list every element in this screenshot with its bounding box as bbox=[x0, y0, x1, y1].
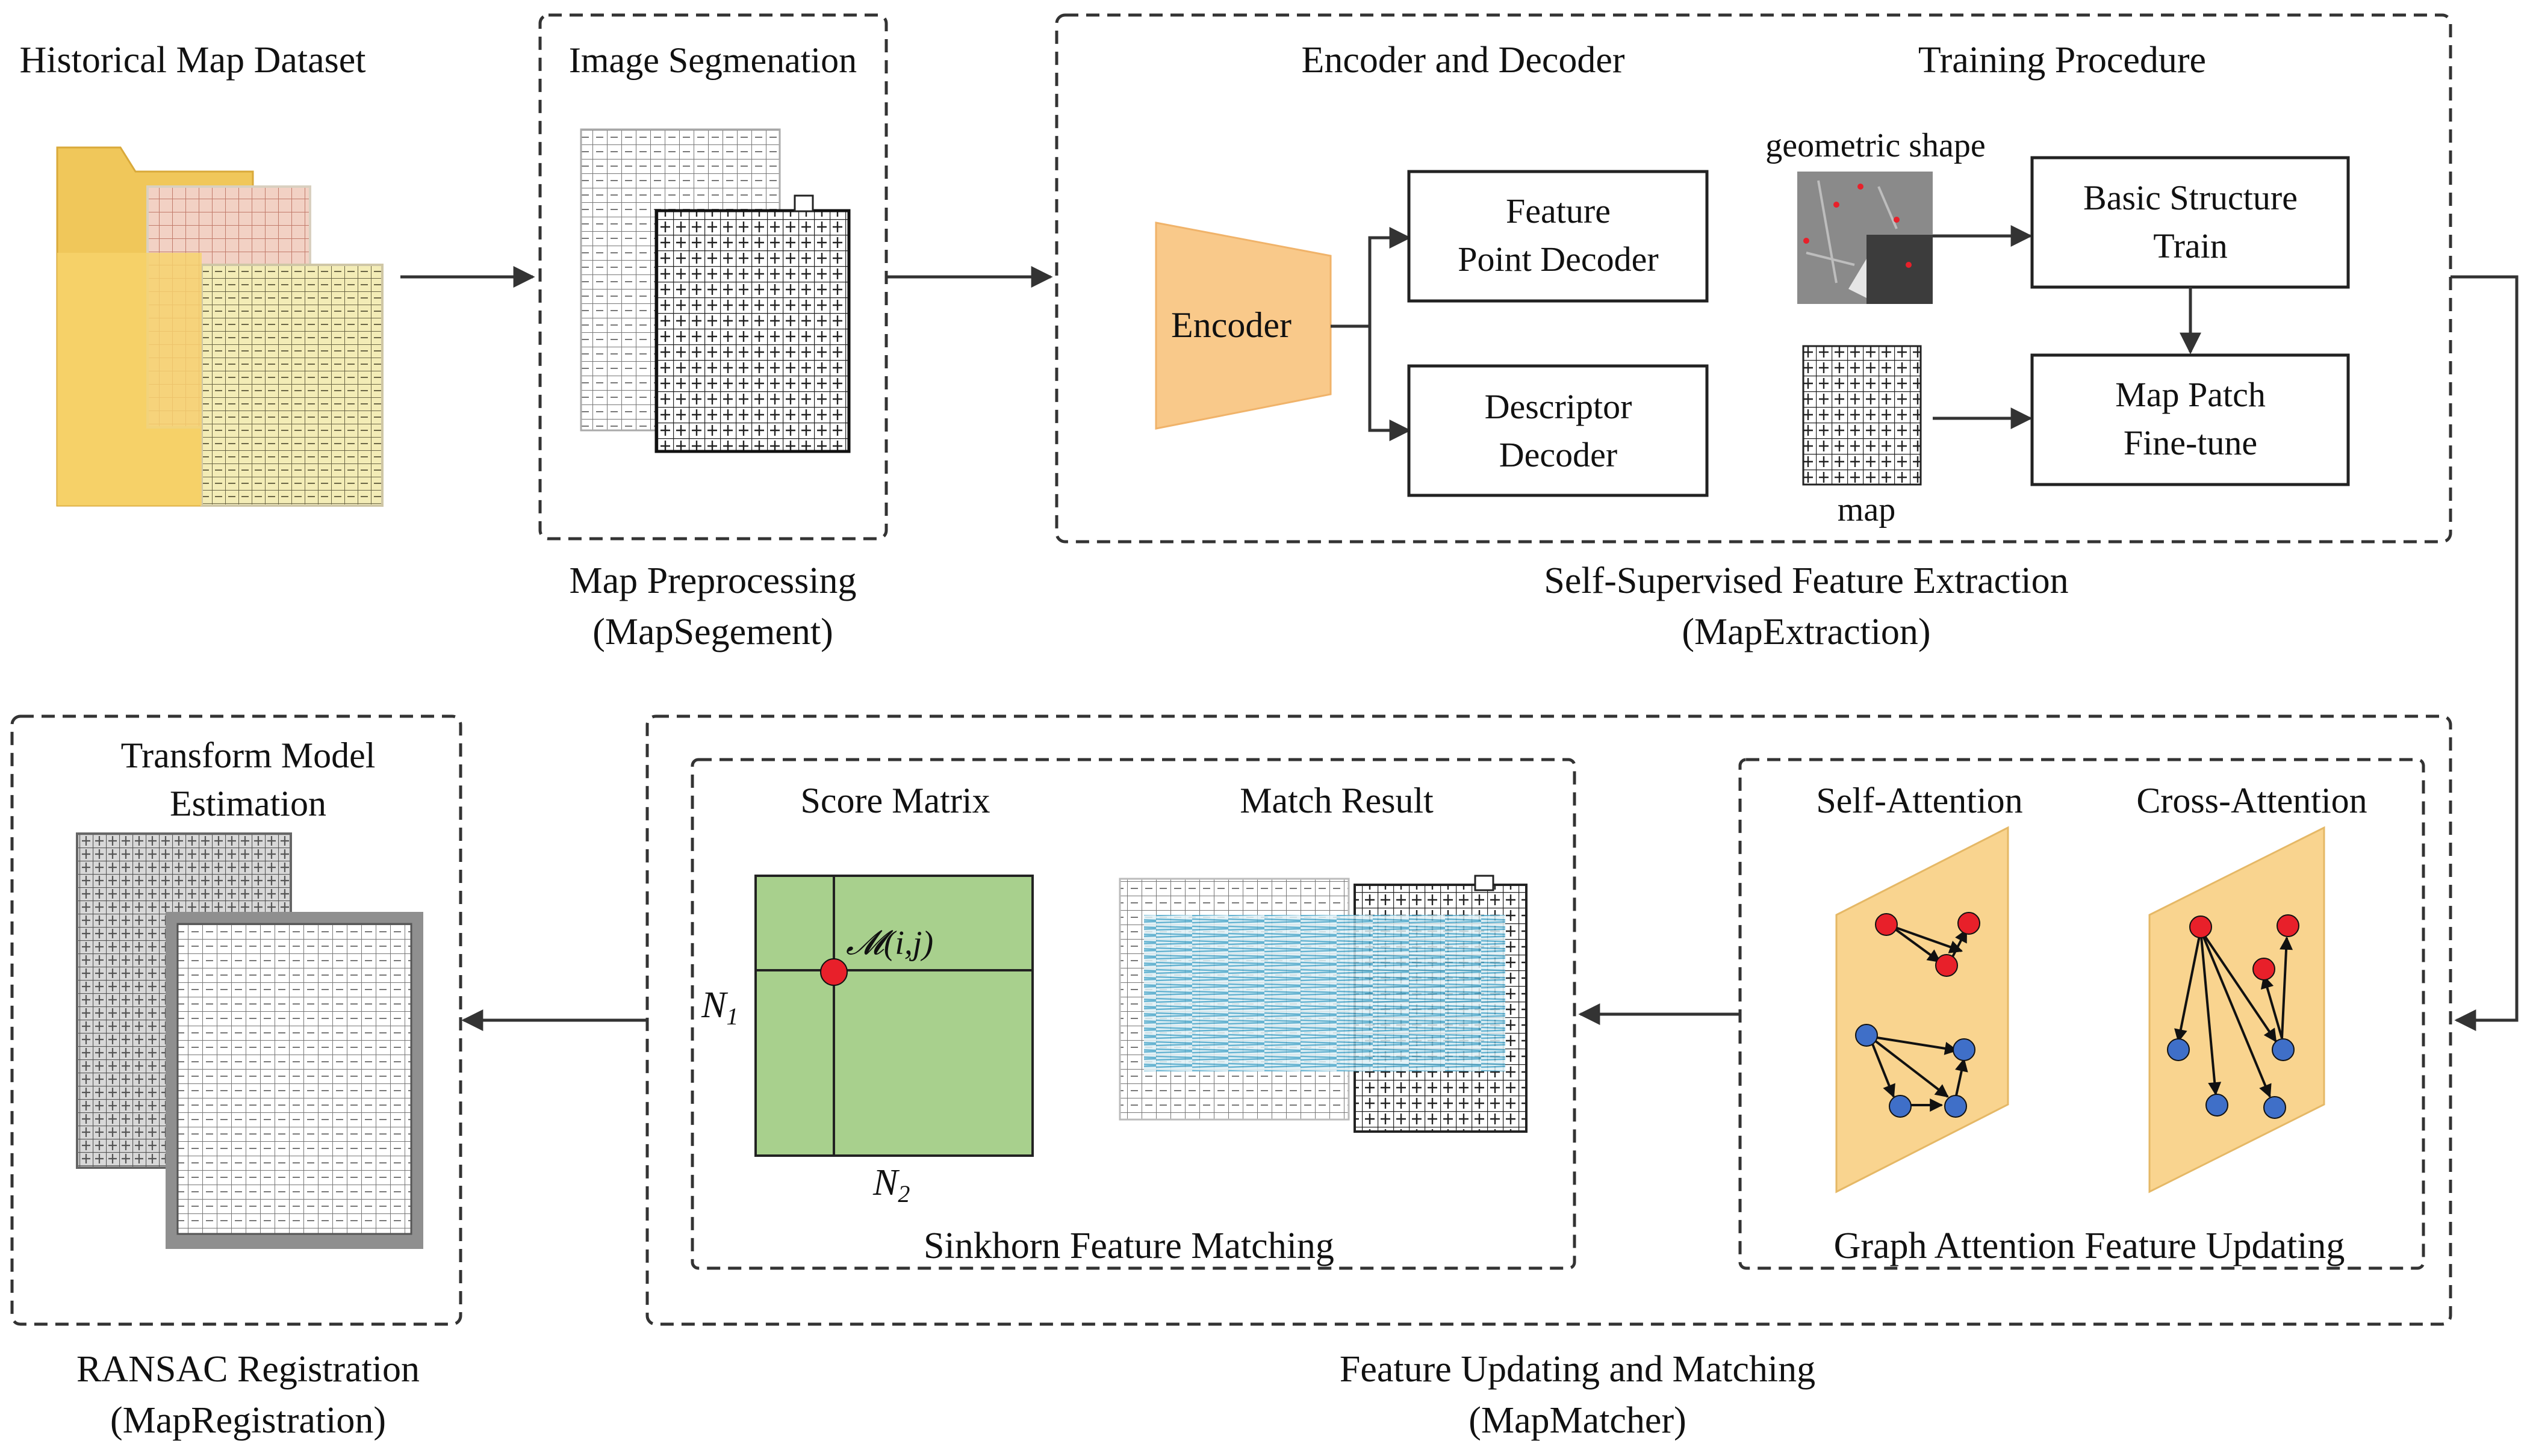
preprocess-caption-line1: Map Preprocessing bbox=[570, 560, 857, 601]
sinkhorn-caption: Sinkhorn Feature Matching bbox=[924, 1225, 1334, 1266]
dataset-stage: Historical Map Dataset bbox=[19, 40, 384, 507]
registration-caption-line1: RANSAC Registration bbox=[76, 1349, 420, 1390]
arrow-encoder-to-desc-decoder bbox=[1368, 326, 1411, 441]
basic-structure-train-box bbox=[2030, 156, 2350, 289]
self-attention-title: Self-Attention bbox=[1816, 781, 2022, 820]
registered-maps-image bbox=[76, 832, 423, 1249]
basic-train-line1: Basic Structure bbox=[2083, 178, 2298, 217]
fp-decoder-line1: Feature bbox=[1506, 191, 1611, 231]
descriptor-decoder-box bbox=[1407, 364, 1709, 497]
matcher-caption-line1: Feature Updating and Matching bbox=[1340, 1349, 1815, 1390]
desc-decoder-line1: Descriptor bbox=[1485, 387, 1632, 426]
preprocess-stage: Image Segmenation Map Preprocessing (Map… bbox=[538, 13, 888, 652]
registration-stage: Transform Model Estimation RANSAC Regist… bbox=[10, 714, 462, 1441]
geometric-shape-image bbox=[1797, 172, 1933, 304]
extraction-col2-title: Training Procedure bbox=[1918, 40, 2206, 81]
preprocess-inner-title: Image Segmenation bbox=[569, 40, 857, 80]
basic-train-line2: Train bbox=[2153, 226, 2228, 265]
extraction-caption-line1: Self-Supervised Feature Extraction bbox=[1544, 560, 2068, 601]
registration-box bbox=[10, 714, 462, 1326]
geometric-shape-label: geometric shape bbox=[1765, 127, 1985, 164]
map-thumbnail-image bbox=[1802, 345, 1922, 486]
graph-attention-caption: Graph Attention Feature Updating bbox=[1834, 1225, 2345, 1266]
feature-point-decoder-box bbox=[1407, 170, 1709, 303]
preprocess-caption-line2: (MapSegement) bbox=[592, 612, 833, 652]
arrow-extraction-to-matcher bbox=[2451, 275, 2519, 1031]
score-cell-marker bbox=[820, 958, 848, 986]
extraction-col1-title: Encoder and Decoder bbox=[1301, 40, 1624, 81]
cross-attention-title: Cross-Attention bbox=[2136, 781, 2367, 820]
encoder-shape bbox=[1155, 221, 1332, 430]
extraction-caption-line2: (MapExtraction) bbox=[1682, 612, 1930, 652]
dataset-title: Historical Map Dataset bbox=[19, 40, 365, 81]
finetune-line2: Fine-tune bbox=[2124, 423, 2257, 462]
map-label: map bbox=[1838, 491, 1895, 528]
registration-inner-title-line1: Transform Model bbox=[121, 736, 376, 775]
matcher-caption-line2: (MapMatcher) bbox=[1469, 1400, 1686, 1441]
score-matrix: 𝓜(i,j) bbox=[754, 875, 1034, 1157]
folder-icon bbox=[56, 146, 384, 507]
n1-label: N1 bbox=[701, 985, 738, 1030]
match-result-image bbox=[1119, 875, 1528, 1133]
extraction-stage: Encoder and Decoder Training Procedure E… bbox=[1055, 13, 2452, 652]
fp-decoder-line2: Point Decoder bbox=[1458, 240, 1658, 279]
score-cell-label: 𝓜(i,j) bbox=[846, 925, 933, 962]
segmented-map-image bbox=[580, 128, 851, 453]
arrow-encoder-to-fp-decoder bbox=[1331, 227, 1411, 328]
registration-caption-line2: (MapRegistration) bbox=[110, 1400, 386, 1441]
registration-inner-title-line2: Estimation bbox=[170, 784, 326, 823]
match-result-title: Match Result bbox=[1240, 781, 1434, 820]
encoder-label: Encoder bbox=[1171, 305, 1291, 345]
matcher-stage: Self-Attention Cross-Attention bbox=[645, 714, 2452, 1441]
cross-attention-plane bbox=[2148, 826, 2325, 1194]
score-matrix-title: Score Matrix bbox=[801, 781, 990, 820]
finetune-line1: Map Patch bbox=[2115, 375, 2266, 414]
n2-label: N2 bbox=[872, 1162, 910, 1207]
map-patch-finetune-box bbox=[2030, 353, 2350, 486]
self-attention-plane bbox=[1835, 826, 2009, 1194]
desc-decoder-line2: Decoder bbox=[1499, 435, 1617, 474]
sinkhorn-box bbox=[691, 758, 1576, 1270]
